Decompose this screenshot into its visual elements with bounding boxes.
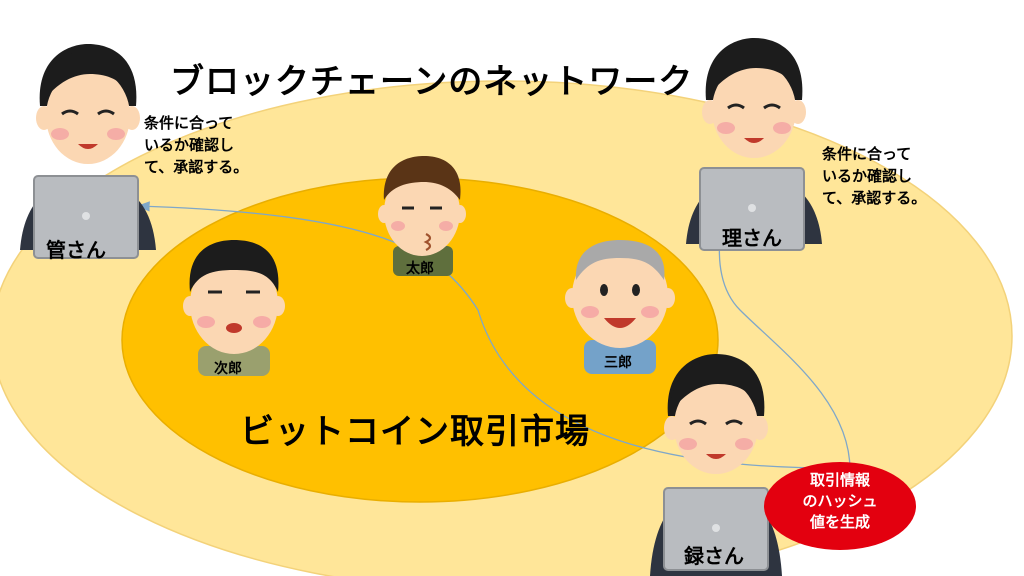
verification-note-right: 条件に合って いるか確認し て、承認する。: [822, 145, 927, 207]
kan-label: 管さん: [46, 238, 106, 262]
saburo-label: 三郎: [604, 355, 632, 371]
broadcast-arrow-to-ri: [713, 236, 851, 471]
saburo-figure: [565, 240, 675, 374]
hash-badge: [764, 462, 916, 550]
network-title: ブロックチェーンのネットワーク: [170, 62, 694, 102]
jiro-figure: [183, 240, 285, 376]
ri-figure: [686, 36, 822, 251]
verification-note-left: 条件に合って いるか確認し て、承認する。: [144, 114, 249, 176]
ri-label: 理さん: [722, 226, 782, 250]
jiro-label: 次郎: [214, 361, 242, 377]
taro-figure: [378, 156, 466, 276]
market-title: ビットコイン取引市場: [240, 412, 590, 452]
roku-figure: [650, 352, 782, 576]
roku-label: 録さん: [684, 544, 744, 568]
kan-figure: [20, 42, 156, 259]
taro-label: 太郎: [406, 261, 434, 277]
hash-badge-text: 取引情報 のハッシュ 値を生成: [802, 471, 878, 531]
